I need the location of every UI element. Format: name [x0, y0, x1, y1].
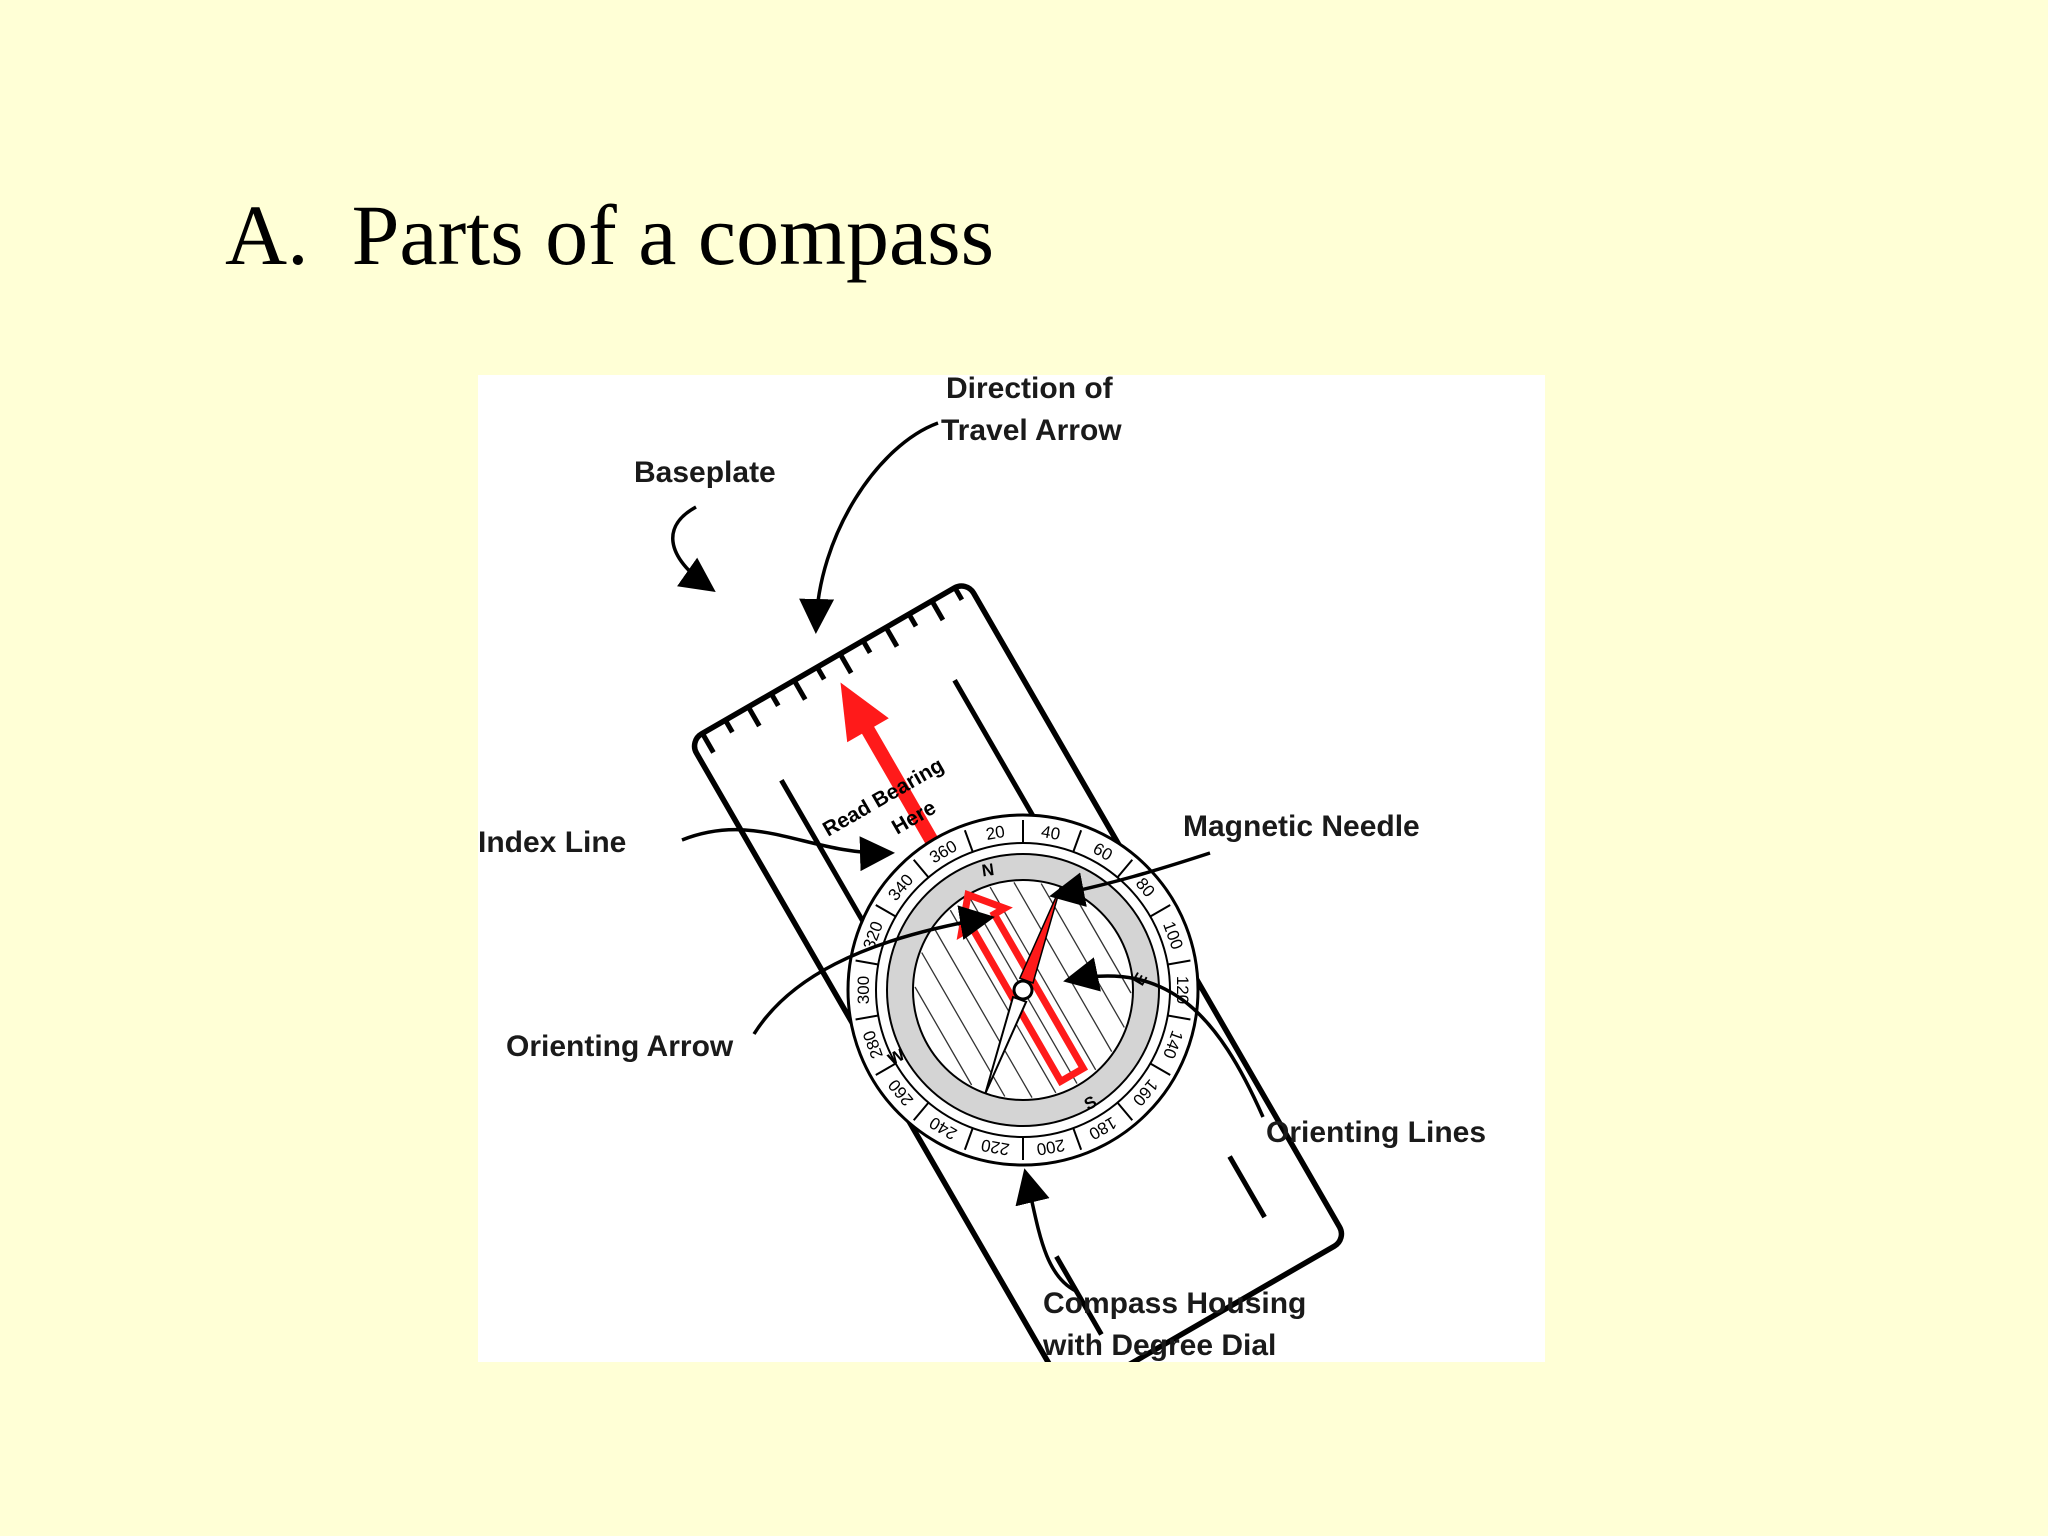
- leader-direction-of-travel: [799, 421, 939, 634]
- label-direction-of-travel-1: Direction of: [946, 375, 1114, 405]
- leader-orienting-lines: [1063, 957, 1265, 1118]
- orienting-line: [1013, 882, 1113, 1052]
- label-orienting-lines: Orienting Lines: [1266, 1116, 1486, 1149]
- orienting-line: [949, 909, 1057, 1094]
- ruler-tick: [837, 652, 854, 675]
- dial-tick: [1167, 1014, 1191, 1021]
- orienting-line: [933, 928, 1033, 1098]
- leader-magnetic-needle: [1049, 851, 1211, 907]
- ruler-tick: [929, 599, 946, 622]
- leader-arrows: [671, 421, 1265, 1293]
- label-direction-of-travel-2: Travel Arrow: [941, 414, 1122, 447]
- ruler-tick: [815, 665, 827, 681]
- ruler-tick: [723, 718, 735, 734]
- label-compass-housing-2: with Degree Dial: [1042, 1329, 1276, 1362]
- ruler-tick: [700, 732, 716, 754]
- magnetic-needle: [984, 886, 1062, 1094]
- label-baseplate: Baseplate: [634, 456, 776, 489]
- orienting-line: [989, 886, 1097, 1071]
- slide-title: A. Parts of a compass: [225, 187, 995, 283]
- dial-tick: [963, 1127, 974, 1151]
- dial-number: 300: [854, 976, 873, 1004]
- dial-number: 220: [980, 1135, 1011, 1159]
- baseplate-line-bottom-left: [1054, 1255, 1104, 1336]
- orienting-line: [914, 986, 973, 1086]
- dial-tick: [855, 959, 879, 966]
- dial-number: 20: [984, 822, 1006, 844]
- label-index-line: Index Line: [478, 826, 626, 859]
- dial-number: 40: [1040, 822, 1062, 844]
- dial-tick: [1149, 904, 1171, 918]
- ruler-tick: [952, 586, 965, 602]
- dial-tick: [912, 1101, 930, 1121]
- dial-tick: [963, 829, 974, 853]
- dial-tick: [1116, 1101, 1134, 1121]
- dial-tick: [912, 859, 930, 879]
- ruler-tick: [906, 612, 919, 628]
- leader-orienting-arrow: [752, 905, 995, 1035]
- dial-tick: [875, 904, 897, 918]
- ruler-tick: [883, 626, 900, 648]
- label-orienting-arrow: Orienting Arrow: [506, 1030, 734, 1063]
- ruler-tick: [860, 639, 873, 655]
- leader-compass-housing: [1015, 1168, 1077, 1293]
- ruler-tick: [769, 692, 781, 708]
- cardinal-n: N: [981, 860, 996, 881]
- ruler-ticks: [700, 586, 965, 754]
- needle-pivot: [1012, 979, 1034, 1001]
- dial-tick-marks: [855, 820, 1191, 1160]
- baseplate-line-bottom-right: [1227, 1155, 1267, 1219]
- dial-tick: [1116, 859, 1134, 879]
- dial-tick: [875, 1062, 897, 1076]
- dial-tick: [1167, 959, 1191, 966]
- dial-tick: [1149, 1062, 1171, 1076]
- ruler-tick: [746, 705, 762, 728]
- ruler-tick: [792, 679, 808, 701]
- dial-tick: [855, 1014, 879, 1021]
- dial-tick: [1072, 1127, 1083, 1151]
- dial-number: 200: [1035, 1135, 1066, 1159]
- direction-of-travel-arrowhead: [840, 682, 889, 743]
- label-magnetic-needle: Magnetic Needle: [1183, 810, 1420, 843]
- label-compass-housing-1: Compass Housing: [1043, 1287, 1306, 1320]
- dial-tick: [1072, 829, 1083, 853]
- leader-index-line: [681, 827, 895, 872]
- leader-baseplate: [671, 505, 716, 593]
